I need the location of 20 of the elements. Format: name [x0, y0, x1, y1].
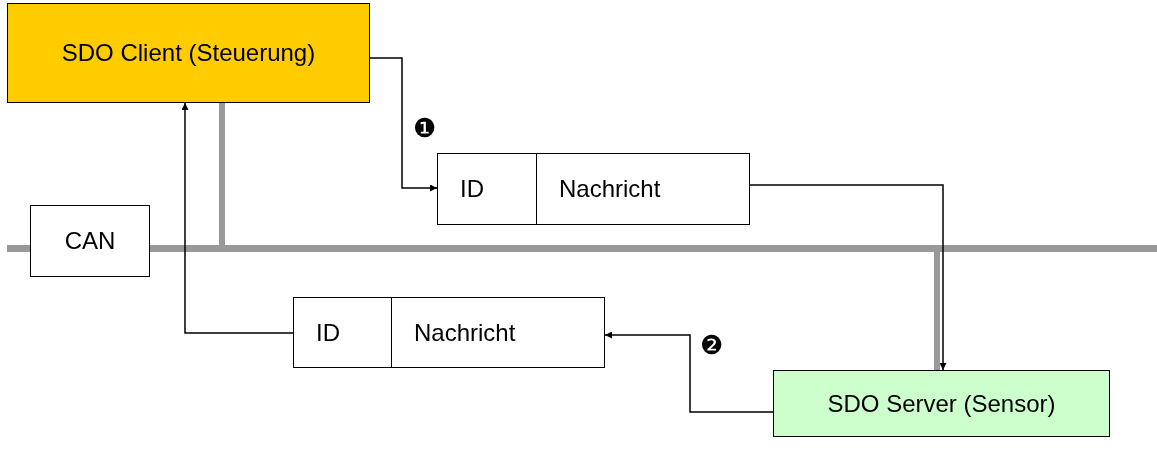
- frame-message-text: Nachricht: [414, 318, 516, 347]
- bus-label-box: [30, 205, 150, 277]
- step-number: ❷: [700, 332, 723, 358]
- frame-id-text: ID: [316, 318, 340, 347]
- bus-connection-line: [219, 103, 225, 245]
- frame-message-text: Nachricht: [559, 175, 661, 203]
- arrow: [181, 102, 294, 334]
- frame-id-text: ID: [460, 175, 484, 203]
- client-box: [7, 3, 370, 103]
- node-text: SDO Server (Sensor): [827, 389, 1056, 418]
- server-box: [773, 370, 1110, 437]
- step-number: ❶: [413, 115, 436, 141]
- message-frame: [293, 297, 605, 368]
- arrow: [604, 331, 774, 413]
- arrow: [369, 57, 438, 192]
- bus-connection-line: [934, 252, 940, 370]
- node-text: SDO Client (Steuerung): [61, 39, 316, 67]
- node-text: CAN: [64, 227, 116, 255]
- message-frame: [437, 153, 750, 225]
- arrow: [749, 184, 947, 371]
